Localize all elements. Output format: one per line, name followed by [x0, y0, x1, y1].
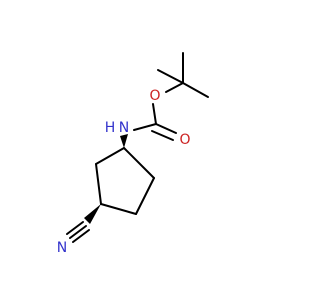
bond-nitrile-triple-2	[66, 221, 84, 235]
bond-ring-c2-c3	[135, 177, 155, 215]
atom-label-oxygen-ester: O	[149, 88, 160, 104]
atom-label-nitrogen-nitrile: N	[57, 240, 67, 256]
atom-label-oxygen-carbonyl: O	[179, 132, 190, 148]
bond-group	[66, 52, 209, 243]
wedge-bond-c4-to-nitrile	[84, 204, 101, 224]
bond-nitrile-triple-3	[72, 229, 90, 243]
bond-ring-c5-c1	[95, 147, 125, 165]
bond-nitrile-triple-1	[69, 225, 87, 239]
atom-label-nitrogen-amide: N	[119, 120, 129, 136]
bond-carbonyl-double-1	[155, 123, 177, 134]
bond-ring-c3-c4	[100, 203, 137, 215]
bond-carbonyl-double-2	[151, 130, 174, 141]
molecule-diagram: H N O O N	[57, 52, 209, 256]
bond-ring-c1-c2	[123, 147, 155, 179]
bond-carbonyl-to-nitrogen	[133, 123, 157, 131]
atom-label-hydrogen-amide: H	[105, 120, 116, 136]
bond-ester-oxygen-to-carbonyl	[152, 103, 157, 125]
wedge-bond-c1-to-nitrogen	[120, 134, 128, 148]
bond-tbu-to-ester-oxygen	[165, 82, 184, 93]
atom-label-group: H N O O N	[57, 88, 191, 256]
wedge-group	[84, 134, 128, 224]
bond-tbu-methyl-left	[157, 69, 184, 84]
bond-tbu-methyl-right	[182, 82, 209, 98]
bond-ring-c4-c5	[95, 163, 102, 205]
